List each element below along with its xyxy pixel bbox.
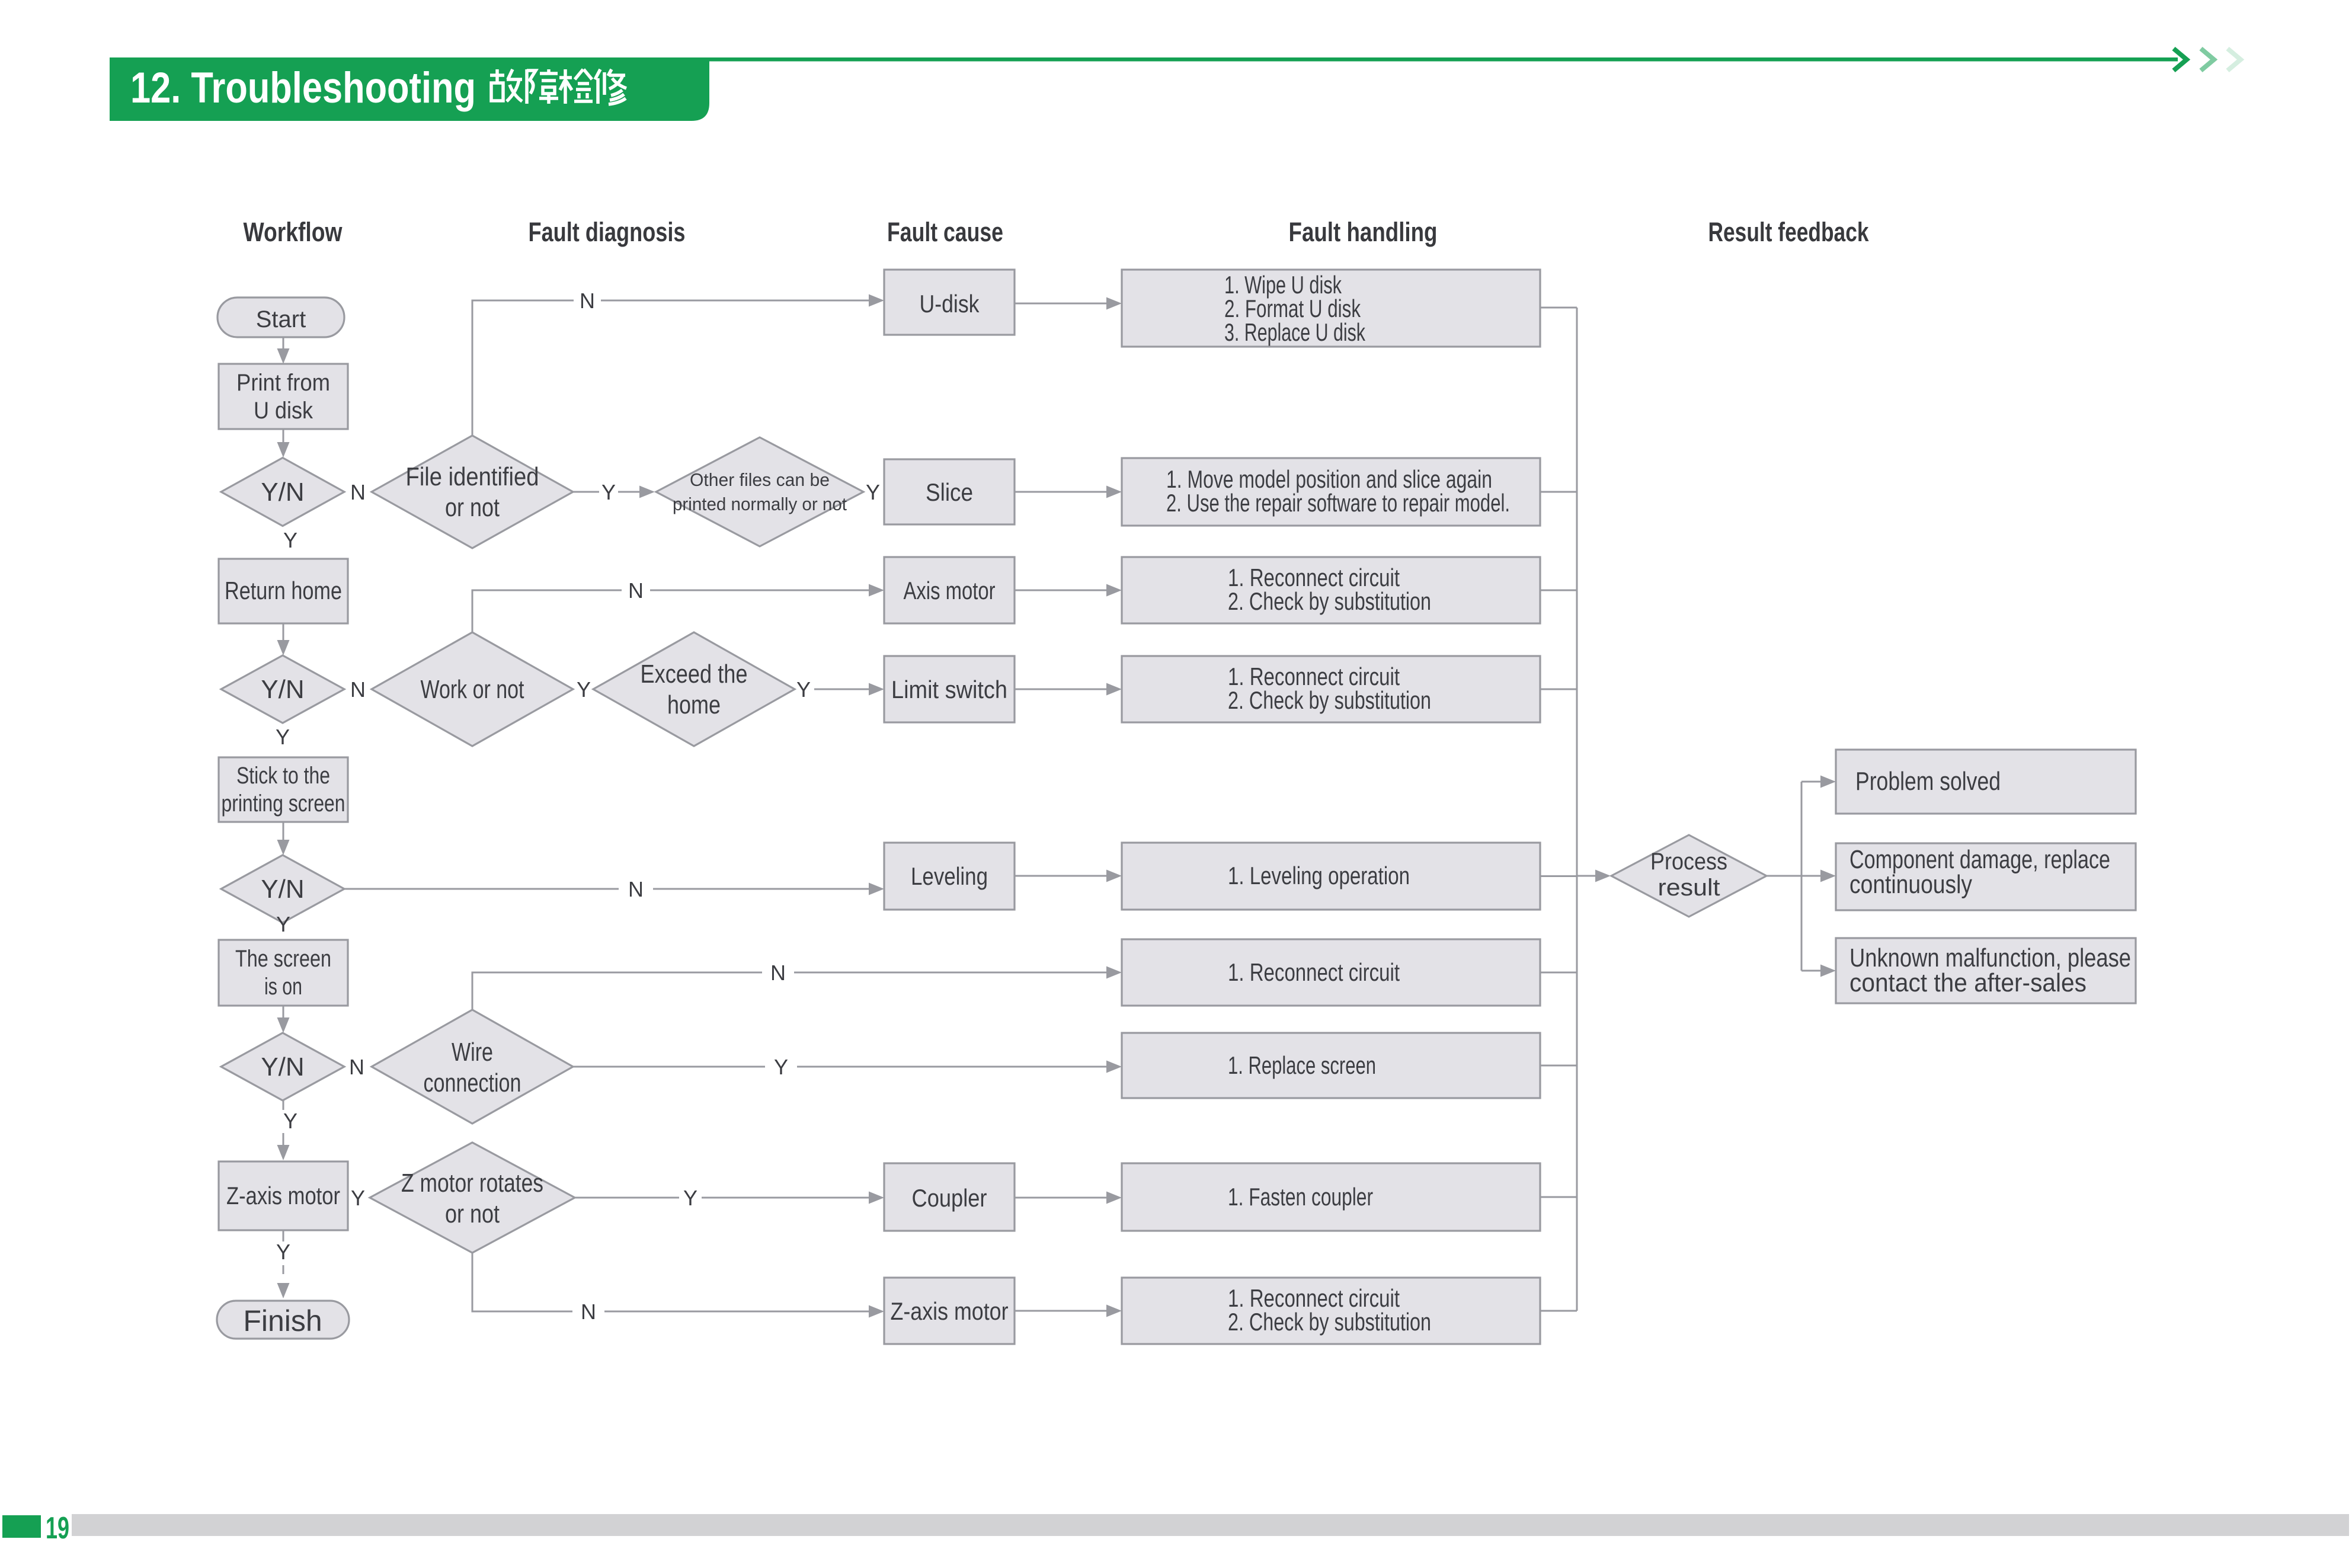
svg-text:Z motor rotates: Z motor rotates [401,1169,543,1198]
svg-text:Other files can be: Other files can be [690,469,830,490]
svg-text:contact the after-sales: contact the after-sales [1849,968,2087,997]
svg-text:12. Troubleshooting: 12. Troubleshooting [130,64,476,112]
svg-text:Y: Y [577,677,591,702]
svg-text:Y/N: Y/N [261,875,304,904]
svg-text:Y: Y [796,677,811,702]
svg-text:2. Check by substitution: 2. Check by substitution [1228,686,1431,714]
svg-text:Y: Y [283,528,297,552]
svg-text:2. Format U disk: 2. Format U disk [1224,295,1361,322]
svg-text:Y: Y [774,1055,788,1079]
svg-text:Finish: Finish [243,1304,322,1337]
svg-text:Fault diagnosis: Fault diagnosis [529,217,686,247]
svg-text:Result feedback: Result feedback [1708,217,1870,247]
svg-text:Y: Y [276,1240,290,1264]
svg-text:Y: Y [276,725,290,749]
svg-text:Y/N: Y/N [261,1052,304,1081]
svg-text:1. Move model position and sli: 1. Move model position and slice again [1166,465,1492,493]
svg-text:Y/N: Y/N [261,478,304,507]
svg-text:Process: Process [1650,849,1727,875]
svg-text:2. Use the repair software to: 2. Use the repair software to repair mod… [1166,489,1510,517]
svg-text:File identified: File identified [406,462,539,491]
svg-text:N: N [628,877,644,901]
svg-text:Limit switch: Limit switch [891,676,1007,703]
svg-text:1. Reconnect circuit: 1. Reconnect circuit [1228,1284,1400,1312]
svg-text:or not: or not [445,1199,500,1228]
svg-text:Y: Y [276,912,290,936]
svg-text:3. Replace U disk: 3. Replace U disk [1224,318,1366,346]
svg-text:Leveling: Leveling [911,862,988,890]
svg-text:Fault cause: Fault cause [887,217,1003,247]
svg-text:Print from: Print from [236,370,330,396]
svg-text:Y: Y [351,1186,365,1210]
svg-text:connection: connection [424,1068,521,1097]
svg-text:home: home [667,690,721,719]
svg-text:1. Wipe U disk: 1. Wipe U disk [1224,271,1342,299]
svg-text:1. Reconnect circuit: 1. Reconnect circuit [1228,958,1400,986]
svg-text:Y: Y [683,1186,697,1210]
svg-text:U disk: U disk [254,398,313,424]
svg-text:Coupler: Coupler [912,1184,987,1212]
svg-text:Component damage, replace: Component damage, replace [1849,845,2110,874]
svg-text:continuously: continuously [1849,870,1972,899]
svg-text:Y: Y [283,1109,297,1133]
svg-text:Z-axis motor: Z-axis motor [891,1297,1009,1325]
svg-text:Return home: Return home [225,577,342,604]
svg-text:N: N [580,289,595,313]
svg-text:2. Check by substitution: 2. Check by substitution [1228,1308,1431,1336]
svg-text:Y/N: Y/N [261,675,304,704]
svg-text:U-disk: U-disk [920,290,980,318]
svg-text:N: N [349,1055,364,1079]
svg-text:Fault handling: Fault handling [1289,217,1438,247]
svg-text:Start: Start [256,306,306,332]
svg-text:2. Check by substitution: 2. Check by substitution [1228,587,1431,615]
svg-text:1. Reconnect circuit: 1. Reconnect circuit [1228,564,1400,591]
svg-text:Axis motor: Axis motor [904,577,996,604]
svg-text:Y: Y [866,480,880,504]
svg-text:19: 19 [46,1511,69,1545]
svg-text:is on: is on [264,974,302,1000]
svg-text:Workflow: Workflow [244,217,343,247]
svg-text:Y: Y [601,480,616,504]
svg-text:1. Replace screen: 1. Replace screen [1228,1051,1376,1079]
svg-text:Problem solved: Problem solved [1855,767,2001,796]
svg-text:Unknown malfunction, please: Unknown malfunction, please [1849,943,2131,972]
svg-text:N: N [770,961,786,985]
svg-text:Z-axis motor: Z-axis motor [226,1182,340,1209]
svg-text:The screen: The screen [235,946,331,972]
svg-text:or not: or not [445,493,500,522]
svg-text:Exceed the: Exceed the [641,660,748,689]
svg-text:N: N [350,677,366,702]
svg-text:Slice: Slice [926,478,973,506]
svg-text:N: N [581,1300,596,1324]
svg-text:1. Fasten coupler: 1. Fasten coupler [1228,1183,1373,1211]
svg-text:Wire: Wire [452,1038,493,1067]
svg-text:printing screen: printing screen [222,791,345,817]
svg-text:N: N [628,578,644,603]
svg-text:N: N [350,480,366,504]
svg-text:Work or not: Work or not [421,675,524,704]
svg-text:Stick to the: Stick to the [236,763,330,789]
svg-text:printed normally or not: printed normally or not [673,494,847,514]
svg-text:1. Leveling operation: 1. Leveling operation [1228,862,1410,889]
svg-text:1. Reconnect circuit: 1. Reconnect circuit [1228,663,1400,690]
svg-text:result: result [1658,875,1720,901]
